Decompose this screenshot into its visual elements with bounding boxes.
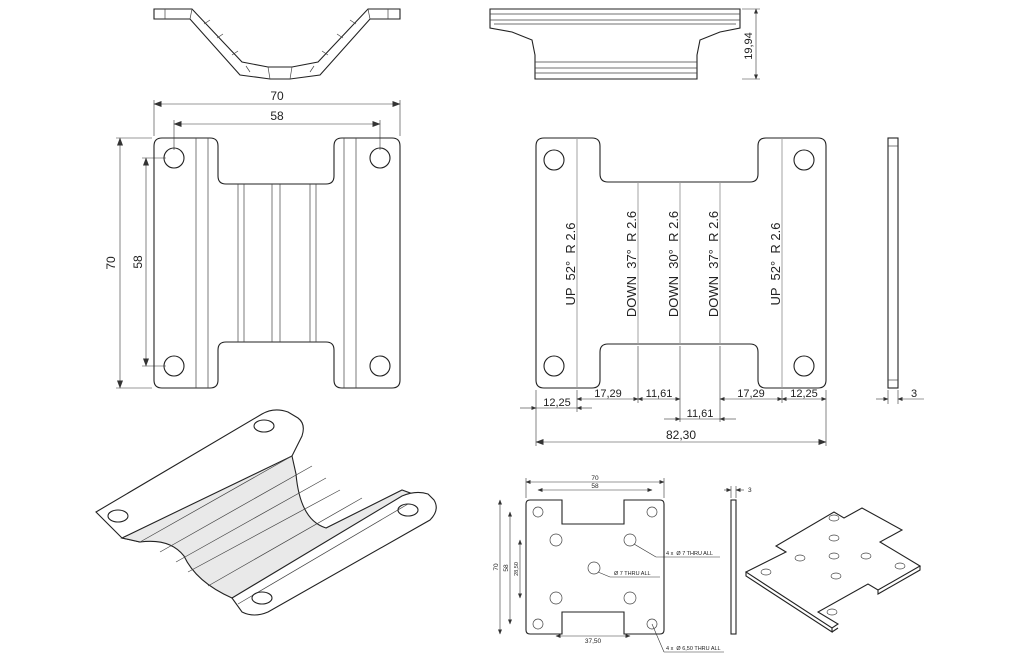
dim-width-overall: 70 — [270, 89, 284, 103]
mount-hole-bottom-left — [163, 355, 185, 377]
isometric-plate-view — [744, 507, 922, 634]
dim-thickness: 3 — [911, 388, 917, 400]
plate-dim-height-center: 28,50 — [514, 562, 520, 576]
callout-bottom: 4 x Ø 6,50 THRU ALL — [666, 646, 721, 652]
mount-hole-top-right — [369, 147, 391, 169]
plate-dim-width-overall: 70 — [591, 475, 599, 482]
flat-pattern-view: UP 52° R 2.6 DOWN 37° R 2.6 DOWN 30° R 2… — [520, 137, 827, 446]
isometric-bracket-view — [95, 409, 437, 616]
bend-note-4: DOWN 37° R 2.6 — [706, 211, 721, 317]
plate-drawing-view: 70 58 70 58 28,50 37,50 4 x Ø 7 THRU ALL… — [493, 475, 724, 653]
dim-overall-flat: 82,30 — [666, 428, 696, 442]
dim-seg1: 17,29 — [594, 388, 622, 400]
top-view-main: 70 58 70 58 — [104, 89, 401, 389]
dim-left-edge: 12,25 — [543, 397, 571, 409]
thickness-edge-view: 3 — [876, 137, 924, 404]
dim-seg4: 17,29 — [737, 388, 765, 400]
front-view: 19,94 — [489, 8, 760, 80]
bend-note-3: DOWN 30° R 2.6 — [666, 211, 681, 317]
bent-profile-side-view — [153, 8, 401, 80]
dim-seg3: 11,61 — [687, 408, 714, 420]
mount-hole-top-left — [163, 147, 185, 169]
mount-hole-bottom-right — [369, 355, 391, 377]
bend-note-5: UP 52° R 2.6 — [768, 222, 783, 305]
bend-note-1: UP 52° R 2.6 — [563, 222, 578, 305]
plate-dim-height-overall: 70 — [493, 563, 500, 571]
callout-center: Ø 7 THRU ALL — [614, 571, 651, 577]
dim-height-holes: 58 — [131, 255, 145, 269]
plate-dim-width-holes: 58 — [591, 483, 599, 490]
plate-edge-view: 3 — [724, 486, 752, 635]
height-dim-label: 19,94 — [743, 32, 755, 60]
bend-note-2: DOWN 37° R 2.6 — [624, 211, 639, 317]
plate-dim-thickness: 3 — [748, 487, 752, 494]
callout-top: 4 x Ø 7 THRU ALL — [666, 551, 713, 557]
dim-height-overall: 70 — [104, 256, 118, 270]
plate-dim-bottom: 37,50 — [585, 638, 602, 645]
dim-width-holes: 58 — [270, 109, 284, 123]
dim-seg2: 11,61 — [646, 388, 673, 400]
dim-right-edge: 12,25 — [790, 388, 818, 400]
plate-dim-height-holes: 58 — [503, 564, 510, 572]
